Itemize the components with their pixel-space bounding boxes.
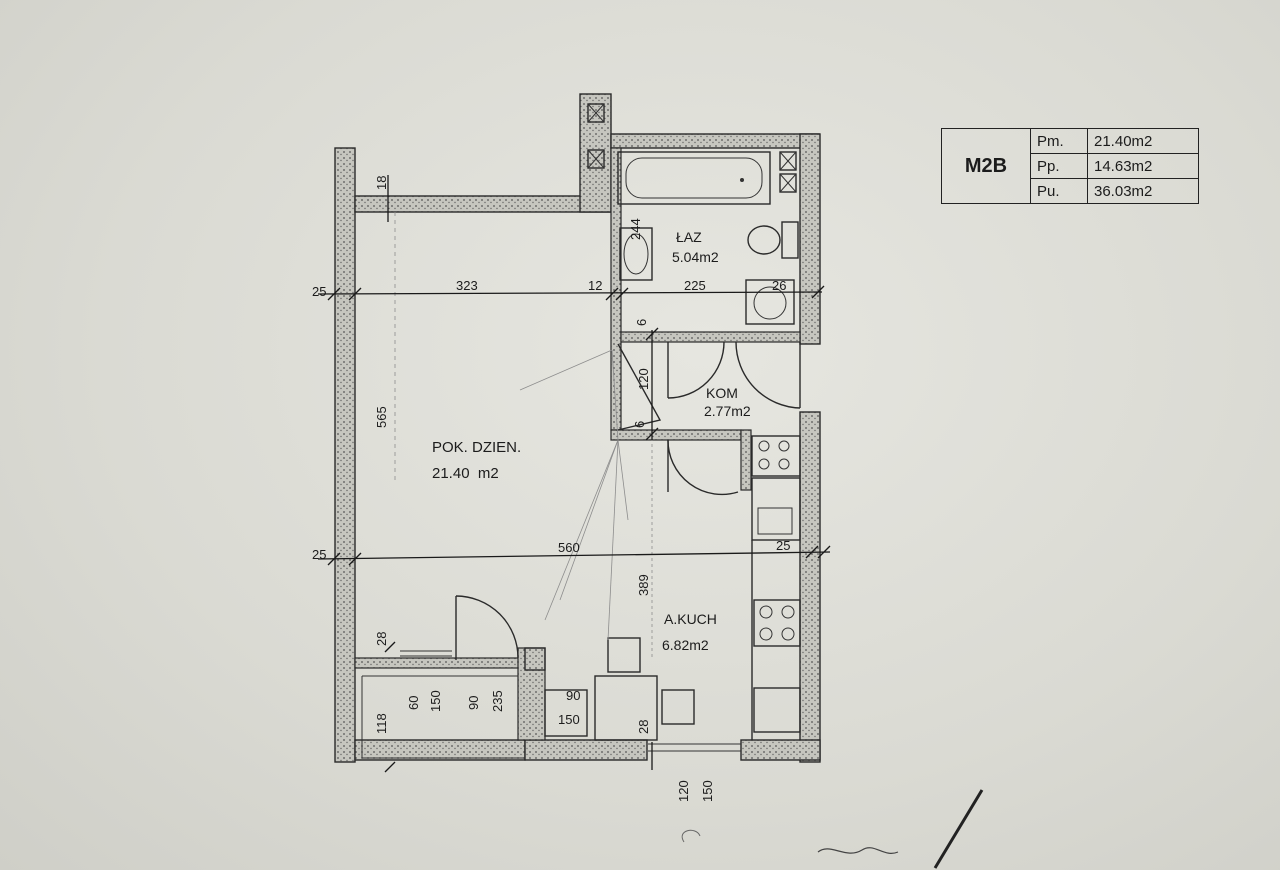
room-bath-area: 5.04m2: [672, 249, 719, 265]
legend-key: Pp.: [1030, 153, 1088, 179]
dim-90-vestibule: 90: [466, 696, 481, 710]
dim-150-vestibule: 150: [428, 690, 443, 712]
wall-bath-left: [610, 147, 622, 431]
dim-25-mid: 25: [312, 547, 326, 562]
dim-60: 60: [406, 696, 421, 710]
dim-25-right: 25: [776, 538, 790, 553]
toilet: [747, 221, 799, 259]
room-closet-name: KOM: [706, 385, 738, 401]
room-kitchen-name: A.KUCH: [664, 611, 717, 627]
room-kitchen-area: 6.82m2: [662, 637, 709, 653]
room-living-area: 21.40 m2: [432, 465, 499, 482]
wall-top-bath: [610, 133, 820, 149]
wall-bottom-mid: [524, 739, 648, 761]
dim-565: 565: [374, 406, 389, 428]
legend-value: 14.63m2: [1087, 153, 1199, 179]
dimension-lines: [317, 175, 831, 773]
wall-left: [334, 147, 356, 763]
dim-28-kitchen: 28: [636, 720, 651, 734]
wall-bath-bottom: [620, 331, 801, 343]
unit-code: M2B: [941, 128, 1031, 204]
room-labels: ŁAZ 5.04m2 KOM 2.77m2 POK. DZIEN. 21.40 …: [432, 229, 751, 653]
table-row: M2B Pm. 21.40m2: [941, 128, 1199, 204]
washing-machine: [745, 279, 795, 325]
dim-26: 26: [772, 278, 786, 293]
dim-120-window: 120: [676, 780, 691, 802]
walls: [334, 93, 821, 763]
dim-28-vestibule: 28: [374, 632, 389, 646]
table-row: Pp. 14.63m2: [942, 153, 1199, 179]
dim-150-kitchen: 150: [558, 712, 580, 727]
sink-bath: [619, 227, 653, 281]
dim-6-bottom: 6: [632, 421, 647, 428]
dim-6-top: 6: [634, 319, 649, 326]
wall-right: [799, 133, 821, 345]
dim-120-closet: 120: [636, 368, 651, 390]
dim-235: 235: [490, 690, 505, 712]
dim-118: 118: [374, 713, 389, 734]
dim-12: 12: [588, 278, 602, 293]
wall-bottom-left: [354, 739, 526, 761]
dim-150-window: 150: [700, 780, 715, 802]
wall-vestibule-right: [517, 647, 546, 741]
doors: [455, 341, 801, 660]
legend-key: Pm.: [1030, 128, 1088, 154]
legend-key: Pu.: [1030, 178, 1088, 204]
windows: [361, 650, 741, 759]
shaft-ducts: [587, 103, 797, 193]
wall-bottom-right: [740, 739, 821, 761]
dim-323: 323: [456, 278, 478, 293]
wall-closet-bottom: [610, 429, 742, 441]
room-living-name: POK. DZIEN.: [432, 439, 521, 456]
legend-value: 21.40m2: [1087, 128, 1199, 154]
dimension-labels: 18 25 323 12 225 26 244 6 120 6 565 25 5…: [312, 176, 790, 802]
dim-560: 560: [558, 540, 580, 555]
dim-244: 244: [628, 218, 643, 240]
wall-top-living: [354, 195, 612, 213]
room-closet-area: 2.77m2: [704, 403, 751, 419]
bathtub: [617, 151, 771, 205]
area-summary-table: M2B Pm. 21.40m2 Pp. 14.63m2 Pu. 36.03m2: [941, 128, 1199, 204]
dim-225: 225: [684, 278, 706, 293]
dim-25-top: 25: [312, 284, 326, 299]
legend-value: 36.03m2: [1087, 178, 1199, 204]
kitchen-fixtures: [524, 435, 801, 741]
wall-vestibule: [354, 657, 526, 669]
wall-closet-right: [740, 429, 752, 491]
room-bath-name: ŁAZ: [676, 229, 702, 245]
dim-389: 389: [636, 574, 651, 596]
wall-right-lower: [799, 411, 821, 763]
dim-18: 18: [374, 176, 389, 190]
table-row: Pu. 36.03m2: [942, 178, 1199, 204]
dim-90-kitchen: 90: [566, 688, 580, 703]
signature: [681, 789, 984, 869]
